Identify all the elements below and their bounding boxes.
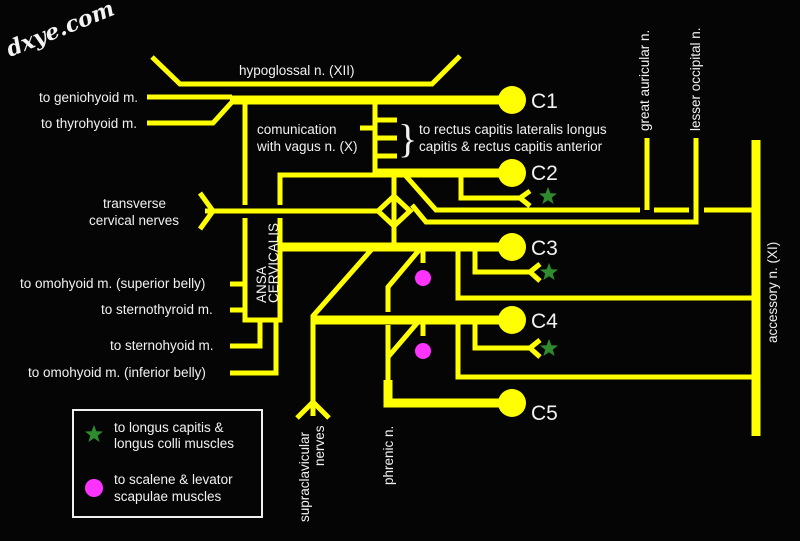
- star-icon: [540, 263, 558, 280]
- thyrohyoid-label: to thyrohyoid m.: [41, 116, 137, 131]
- ansa-label-line1: ANSA: [254, 266, 269, 303]
- star-icon: [85, 425, 103, 442]
- rectus-label-line1: to rectus capitis lateralis longus: [419, 122, 607, 137]
- c4-label: C4: [531, 310, 558, 333]
- c3-ganglion: [498, 233, 526, 261]
- supraclavicular-label-line1: supraclavicular: [297, 431, 312, 522]
- transverse-label-line2: cervical nerves: [89, 213, 179, 228]
- c2-label: C2: [531, 162, 558, 185]
- legend-star-line2: longus colli muscles: [114, 436, 234, 451]
- great-auricular-label: great auricular n.: [637, 30, 652, 131]
- c1-ganglion: [498, 86, 526, 114]
- omohyoid-superior-label: to omohyoid m. (superior belly): [20, 276, 205, 291]
- c4-ganglion: [498, 306, 526, 334]
- star-icon: [540, 339, 558, 356]
- supraclavicular-nerve: [295, 398, 331, 420]
- c5-ganglion: [498, 389, 526, 417]
- c1-label: C1: [531, 90, 558, 113]
- legend-box: [72, 409, 263, 518]
- legend: to longus capitis & longus colli muscles…: [72, 409, 263, 518]
- ansa-label-line2: CERVICALIS: [266, 223, 281, 303]
- circle-icon: [415, 343, 431, 359]
- c1-trunk: [147, 94, 512, 205]
- vagus-label-line1: comunication: [257, 122, 337, 137]
- legend-dot-line2: scapulae muscles: [114, 489, 222, 504]
- c3-label: C3: [531, 237, 558, 260]
- vagus-label-line2: with vagus n. (X): [256, 139, 358, 154]
- transverse-cervical-nerve: [197, 191, 414, 231]
- hypoglossal-nerve: [150, 54, 462, 87]
- phrenic-label: phrenic n.: [381, 426, 396, 485]
- lesser-occipital-label: lesser occipital n.: [688, 27, 703, 131]
- c2-ganglion: [498, 159, 526, 187]
- hypoglossal-label: hypoglossal n. (XII): [239, 63, 355, 78]
- omohyoid-inferior-label: to omohyoid m. (inferior belly): [28, 365, 206, 380]
- transverse-label-line1: transverse: [103, 196, 166, 211]
- accessory-label: accessory n. (XI): [765, 242, 780, 343]
- legend-dot-line1: to scalene & levator: [114, 472, 233, 487]
- geniohyoid-label: to geniohyoid m.: [39, 90, 138, 105]
- star-icon: [539, 187, 557, 204]
- circle-icon: [85, 479, 103, 497]
- legend-star-line1: to longus capitis &: [114, 420, 224, 435]
- sternothyroid-label: to sternothyroid m.: [101, 302, 213, 317]
- circle-icon: [415, 270, 431, 286]
- ansa-cervicalis: [230, 198, 283, 376]
- brace-icon: }: [398, 116, 417, 161]
- supraclavicular-label-line2: nerves: [312, 425, 327, 466]
- rectus-label-line2: capitis & rectus capitis anterior: [419, 139, 603, 154]
- c5-trunk: [383, 380, 512, 408]
- c5-label: C5: [531, 402, 558, 425]
- sternohyoid-label: to sternohyoid m.: [110, 338, 214, 353]
- c2-trunk: [277, 138, 752, 243]
